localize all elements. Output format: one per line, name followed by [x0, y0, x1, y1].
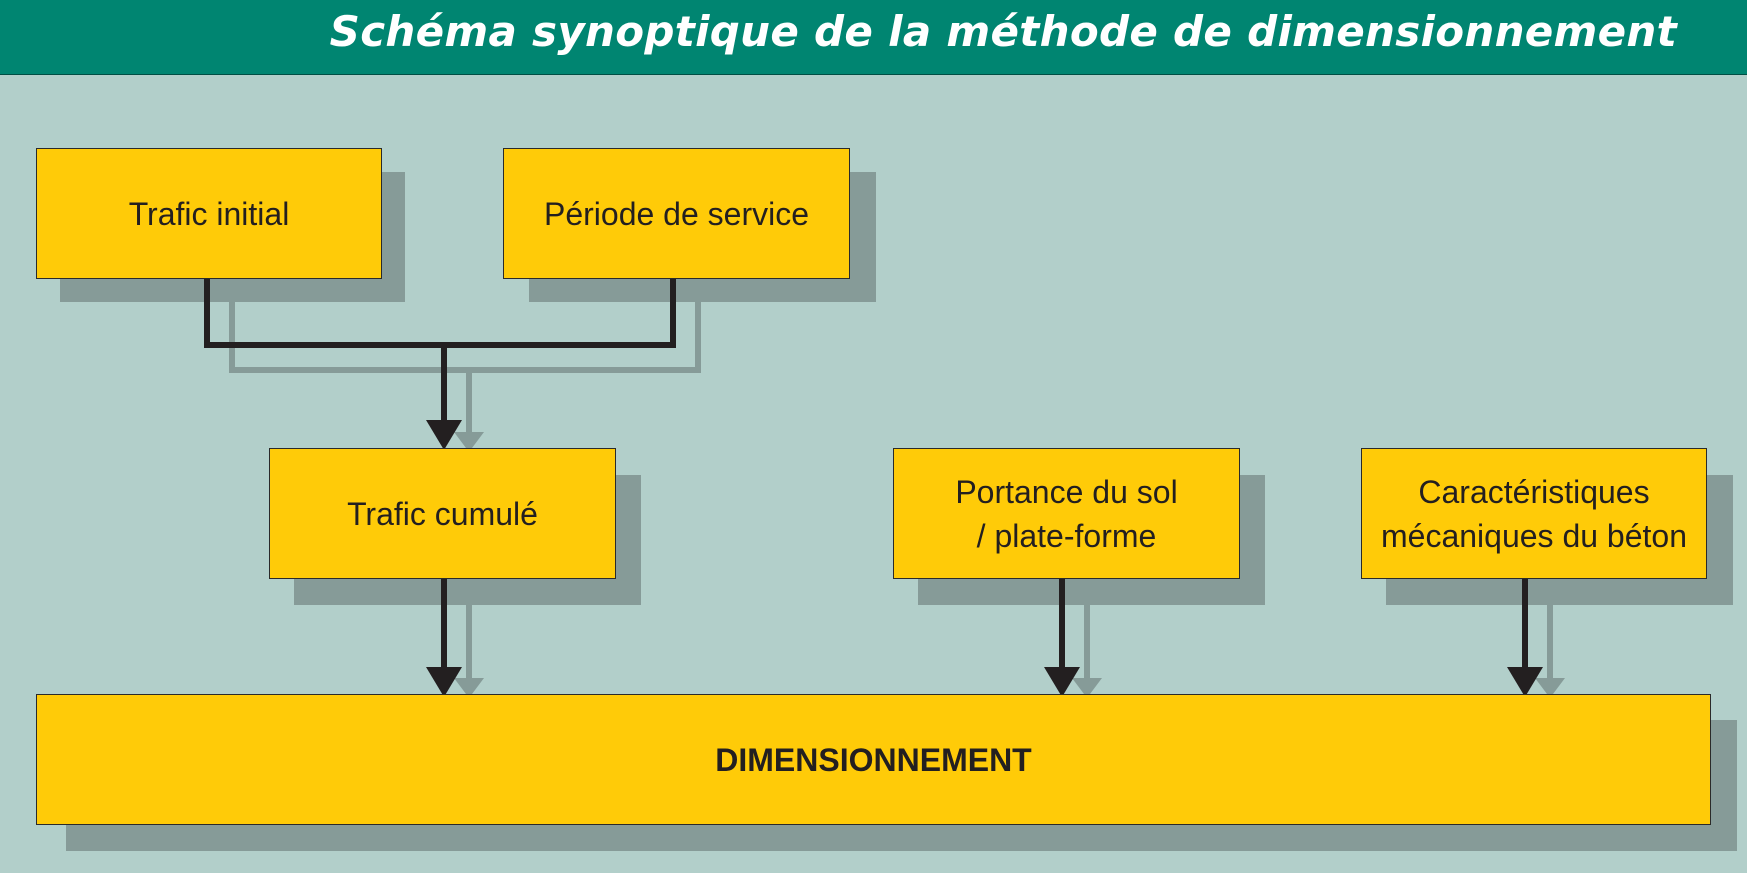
node-label: Trafic cumulé [347, 495, 538, 532]
node-label: Caractéristiques mécaniques du béton [1381, 473, 1687, 554]
arrowhead-carac-dim [1507, 667, 1543, 697]
arrowhead-portance-dim [1044, 667, 1080, 697]
node-periode-de-service: Période de service [503, 148, 850, 279]
node-caracteristiques-beton: Caractéristiques mécaniques du béton [1361, 448, 1707, 579]
arrowhead-cumule-dim [426, 667, 462, 697]
shadow-head-3 [1072, 678, 1102, 698]
node-trafic-cumule: Trafic cumulé [269, 448, 616, 579]
shadow-head-2 [454, 678, 484, 698]
merge-line [204, 277, 676, 348]
node-label: Trafic initial [128, 195, 290, 232]
shadow-head-4 [1535, 678, 1565, 698]
title-banner: Schéma synoptique de la méthode de dimen… [0, 0, 1747, 75]
arrowhead-shadows [454, 432, 1565, 698]
node-label: Portance du sol / plate-forme [955, 473, 1178, 554]
arrowheads [426, 420, 1543, 697]
node-dimensionnement: DIMENSIONNEMENT [36, 694, 1711, 825]
arrowhead-trafic-cumule [426, 420, 462, 450]
node-label: DIMENSIONNEMENT [715, 741, 1032, 778]
shadow-merge-line [229, 300, 701, 373]
node-trafic-initial: Trafic initial [36, 148, 382, 279]
shadow-head-1 [454, 432, 484, 452]
node-portance-du-sol: Portance du sol / plate-forme [893, 448, 1240, 579]
diagram-title: Schéma synoptique de la méthode de dimen… [329, 7, 1677, 56]
connector-shadows [229, 300, 1553, 680]
connectors [204, 277, 1528, 668]
node-label: Période de service [543, 195, 810, 232]
